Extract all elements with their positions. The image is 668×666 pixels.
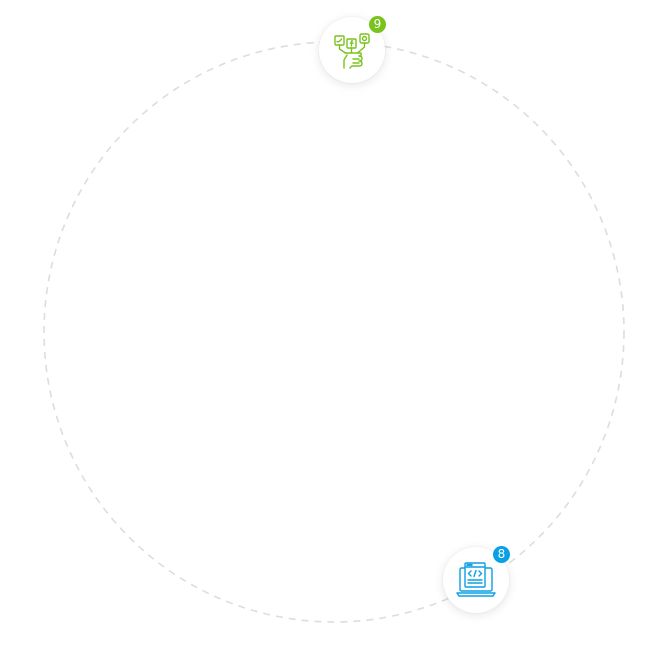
- social-media-hand-icon: [334, 33, 370, 69]
- laptop-code-icon: [456, 562, 496, 597]
- node-badge-social: 9: [369, 16, 386, 33]
- node-badge-code: 8: [493, 546, 510, 563]
